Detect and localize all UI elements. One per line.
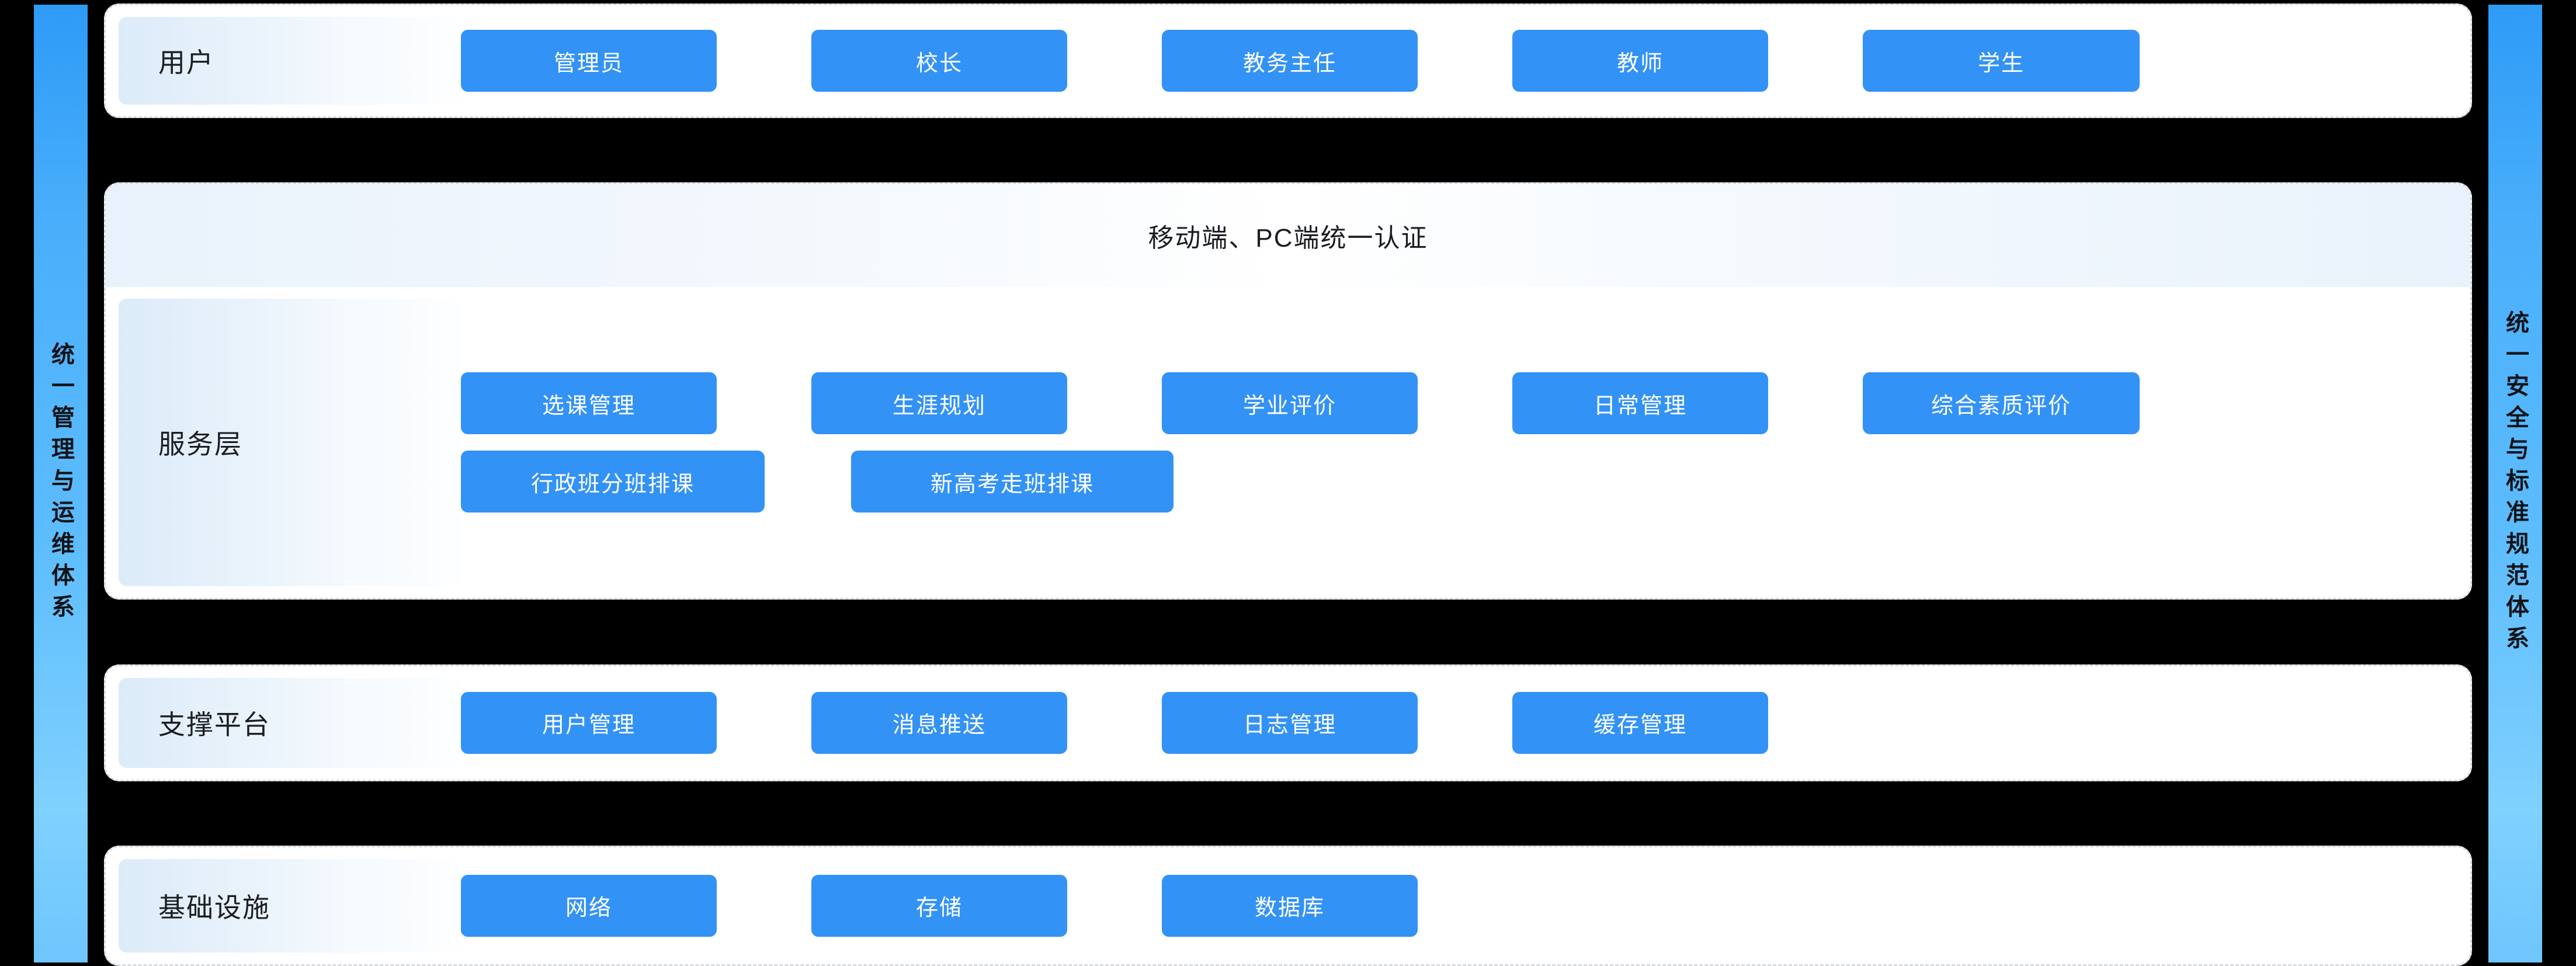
layer-label-support-text: 支撑平台 [158, 709, 270, 740]
service-chips-wrap: 选课管理 生涯规划 学业评价 日常管理 综合素质评价 [461, 372, 2457, 513]
chip-slot: 用户管理 [461, 691, 811, 754]
left-vertical-band: 统一管理与运维体系 [34, 5, 88, 962]
layer-card-support: 支撑平台 用户管理 消息推送 日志管理 缓存管理 [104, 664, 2472, 781]
chip-slot: 缓存管理 [1512, 691, 1863, 754]
chip-slot: 消息推送 [811, 691, 1162, 754]
service-row-area: 服务层 选课管理 生涯规划 学业评价 日常管理 [106, 287, 2470, 598]
chip-slot: 教务主任 [1162, 30, 1512, 92]
support-row-area: 支撑平台 用户管理 消息推送 日志管理 缓存管理 [106, 666, 2470, 780]
layer-label-users: 用户 [119, 17, 461, 105]
chip-new-gaokao-mobile-class-scheduling[interactable]: 新高考走班排课 [851, 451, 1174, 513]
chip-academic-evaluation[interactable]: 学业评价 [1162, 372, 1418, 435]
chip-slot: 学生 [1863, 30, 2213, 92]
chip-user-management[interactable]: 用户管理 [461, 691, 717, 754]
chip-slot: 管理员 [461, 30, 811, 92]
chip-slot: 存储 [811, 874, 1162, 937]
chip-storage[interactable]: 存储 [811, 874, 1067, 937]
layer-card-infrastructure: 基础设施 网络 存储 数据库 [104, 845, 2472, 966]
chip-slot: 校长 [811, 30, 1162, 92]
chip-message-push[interactable]: 消息推送 [811, 691, 1067, 754]
chip-academic-director[interactable]: 教务主任 [1162, 30, 1418, 92]
chip-slot: 生涯规划 [811, 372, 1162, 435]
layer-label-service-text: 服务层 [158, 429, 242, 460]
layer-label-service: 服务层 [119, 299, 461, 587]
users-row-area: 用户 管理员 校长 教务主任 教师 [106, 5, 2470, 116]
chip-career-planning[interactable]: 生涯规划 [811, 372, 1067, 435]
chip-course-selection[interactable]: 选课管理 [461, 372, 717, 435]
chip-slot: 日常管理 [1512, 372, 1863, 435]
layer-card-users: 用户 管理员 校长 教务主任 教师 [104, 4, 2472, 118]
chip-slot: 日志管理 [1162, 691, 1512, 754]
infrastructure-chip-row: 网络 存储 数据库 [461, 874, 2457, 937]
support-chip-row: 用户管理 消息推送 日志管理 缓存管理 [461, 691, 2457, 754]
chip-slot: 行政班分班排课 [461, 451, 811, 513]
chip-slot: 数据库 [1162, 874, 1512, 937]
chip-admin[interactable]: 管理员 [461, 30, 717, 92]
unified-auth-banner-text: 移动端、PC端统一认证 [1148, 224, 1428, 253]
chip-daily-management[interactable]: 日常管理 [1512, 372, 1768, 435]
layer-label-infrastructure-text: 基础设施 [158, 892, 270, 923]
chip-principal[interactable]: 校长 [811, 30, 1067, 92]
right-band-label: 统一安全与标准规范体系 [2502, 310, 2528, 657]
chip-log-management[interactable]: 日志管理 [1162, 691, 1418, 754]
layer-label-infrastructure: 基础设施 [119, 858, 461, 953]
chip-slot: 网络 [461, 874, 811, 937]
left-band-label: 统一管理与运维体系 [48, 341, 74, 626]
chip-database[interactable]: 数据库 [1162, 874, 1418, 937]
right-vertical-band: 统一安全与标准规范体系 [2488, 5, 2542, 962]
chip-student[interactable]: 学生 [1863, 30, 2140, 92]
chip-teacher[interactable]: 教师 [1512, 30, 1768, 92]
service-chip-row-2: 行政班分班排课 新高考走班排课 [461, 451, 2457, 513]
chip-slot: 教师 [1512, 30, 1863, 92]
users-chips-wrap: 管理员 校长 教务主任 教师 学生 [461, 30, 2457, 92]
layer-card-service: 移动端、PC端统一认证 服务层 选课管理 生涯规划 学业评价 [104, 182, 2472, 600]
infrastructure-row-area: 基础设施 网络 存储 数据库 [106, 847, 2470, 964]
unified-auth-banner: 移动端、PC端统一认证 [106, 184, 2470, 288]
chip-slot: 学业评价 [1162, 372, 1512, 435]
layer-label-users-text: 用户 [158, 47, 214, 78]
chip-admin-class-scheduling[interactable]: 行政班分班排课 [461, 451, 765, 513]
chip-slot: 综合素质评价 [1863, 372, 2213, 435]
support-chips-wrap: 用户管理 消息推送 日志管理 缓存管理 [461, 691, 2457, 754]
chip-cache-management[interactable]: 缓存管理 [1512, 691, 1768, 754]
infrastructure-chips-wrap: 网络 存储 数据库 [461, 874, 2457, 937]
chip-slot: 新高考走班排课 [811, 451, 1174, 513]
layer-stack: 用户 管理员 校长 教务主任 教师 [88, 0, 2488, 966]
layer-label-support: 支撑平台 [119, 677, 461, 768]
chip-network[interactable]: 网络 [461, 874, 717, 937]
chip-slot: 选课管理 [461, 372, 811, 435]
chip-comprehensive-quality-evaluation[interactable]: 综合素质评价 [1863, 372, 2140, 435]
users-chip-row: 管理员 校长 教务主任 教师 学生 [461, 30, 2457, 92]
service-chip-row-1: 选课管理 生涯规划 学业评价 日常管理 综合素质评价 [461, 372, 2457, 435]
